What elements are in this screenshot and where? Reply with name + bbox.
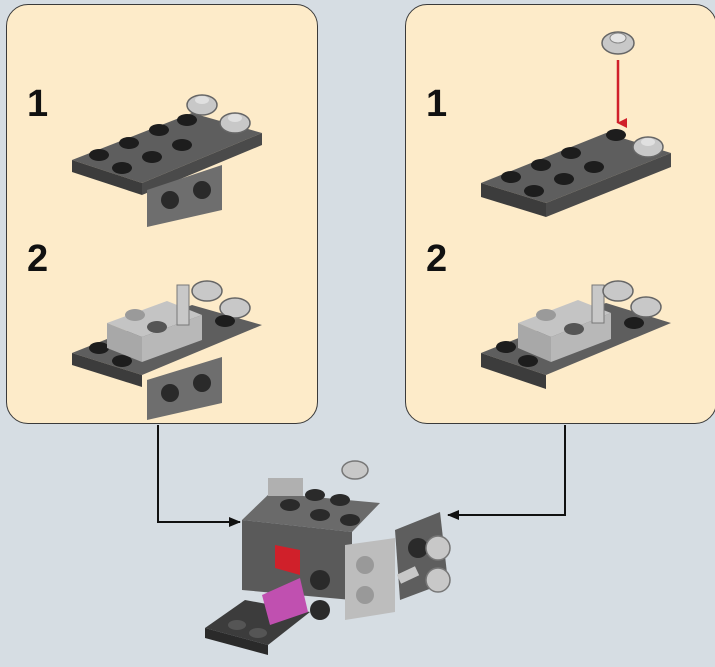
left-step-1-model bbox=[72, 94, 262, 227]
instruction-panel-right: 1 2 bbox=[405, 4, 715, 424]
right-steps-illustration bbox=[481, 31, 671, 389]
new-part-round-plate bbox=[601, 31, 635, 55]
right-step-1-model bbox=[481, 129, 671, 217]
connector-arrow-left bbox=[157, 425, 241, 527]
step-number-1: 1 bbox=[426, 83, 448, 125]
right-step-2-model bbox=[481, 280, 671, 389]
left-steps-illustration bbox=[72, 94, 262, 420]
connector-arrow-right bbox=[447, 425, 566, 520]
left-step-2-model bbox=[72, 280, 262, 420]
step-number-2: 2 bbox=[426, 238, 448, 280]
step-number-1: 1 bbox=[27, 83, 49, 125]
final-assembly bbox=[205, 460, 451, 655]
step-number-2: 2 bbox=[27, 238, 49, 280]
instruction-panel-left: 1 2 bbox=[6, 4, 318, 424]
